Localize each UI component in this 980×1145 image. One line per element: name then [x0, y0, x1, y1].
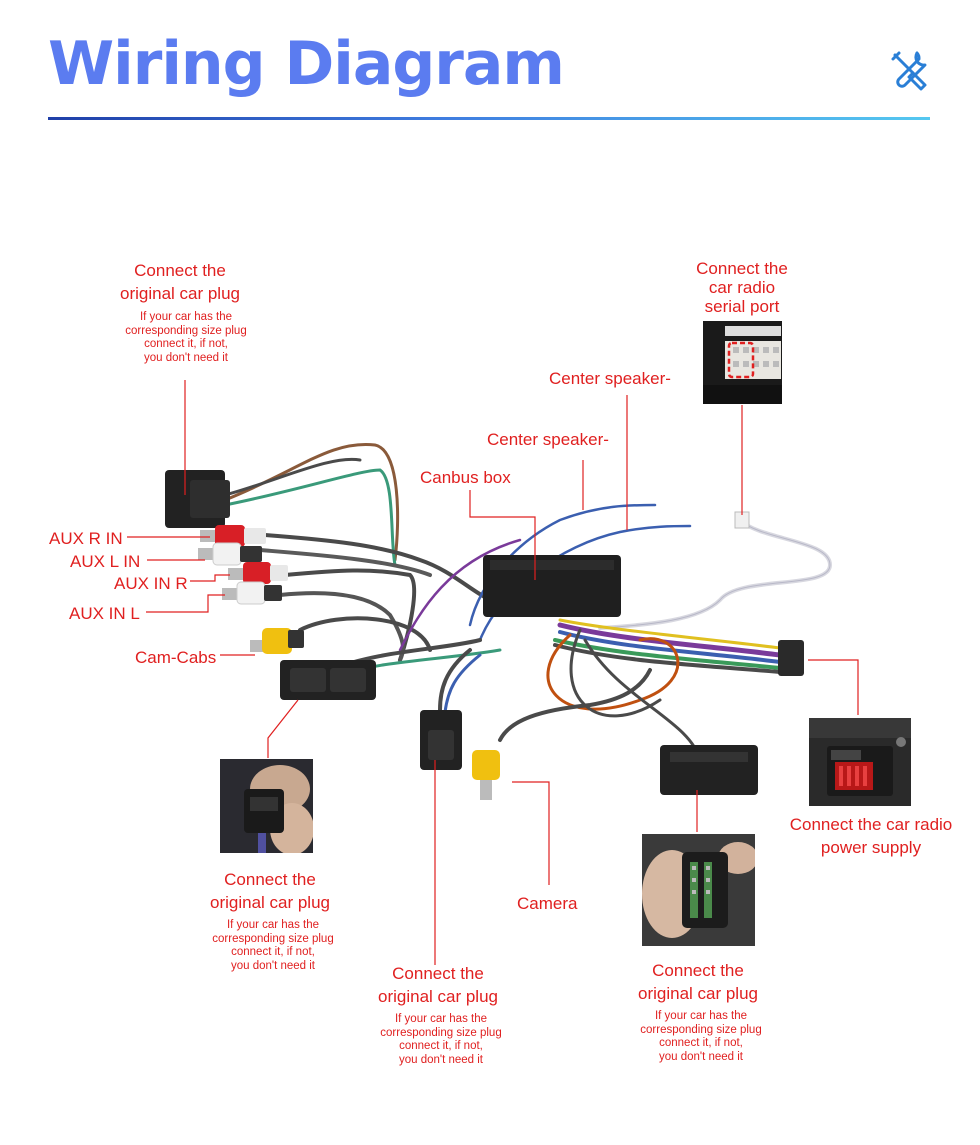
bottom-right-plug-photo — [642, 834, 755, 946]
aux-r-in-plug — [200, 525, 266, 547]
label-bottom-right-plug: Connect the original car plug — [637, 961, 758, 1003]
serial-port-photo — [703, 321, 782, 404]
bottom-right-plug — [660, 745, 758, 795]
label-cam-cabs: Cam-Cabs — [135, 648, 217, 667]
tools-icon — [891, 51, 927, 91]
aux-in-r-plug — [228, 562, 288, 584]
label-top-left-plug: Connect the original car plug — [119, 261, 240, 303]
power-supply-photo — [809, 718, 911, 806]
label-aux-in-r: AUX IN R — [114, 574, 188, 593]
aux-in-l-plug — [222, 581, 282, 605]
middle-plug — [420, 710, 462, 770]
power-connector — [778, 640, 804, 676]
label-camera: Camera — [517, 894, 578, 913]
label-center-speaker-2: Center speaker- — [487, 430, 609, 449]
label-bottom-left-plug: Connect the original car plug — [209, 870, 330, 912]
label-canbus-box: Canbus box — [420, 468, 511, 487]
label-aux-l-in: AUX L IN — [70, 552, 141, 571]
note-bottom-left-plug: If your car has the corresponding size p… — [212, 919, 334, 972]
bottom-left-plug-photo — [220, 759, 313, 853]
page-title: Wiring Diagram — [48, 29, 565, 99]
aux-l-in-plug — [198, 542, 262, 566]
label-bottom-middle-plug: Connect the original car plug — [377, 964, 498, 1006]
label-aux-r-in: AUX R IN — [49, 529, 123, 548]
label-serial-port: Connect the car radio serial port — [696, 259, 788, 316]
label-aux-in-l: AUX IN L — [69, 604, 140, 623]
note-bottom-middle-plug: If your car has the corresponding size p… — [380, 1013, 502, 1066]
cam-cabs-plug — [250, 628, 304, 654]
canbus-box — [483, 555, 621, 617]
label-power-supply: Connect the car radio power supply — [789, 815, 953, 857]
label-center-speaker-1: Center speaker- — [549, 369, 671, 388]
note-bottom-right-plug: If your car has the corresponding size p… — [640, 1010, 762, 1063]
camera-plug — [472, 750, 500, 800]
title-underline — [48, 117, 930, 120]
note-top-left-plug: If your car has the corresponding size p… — [125, 311, 247, 364]
top-left-plug — [165, 470, 230, 528]
bottom-left-plug — [280, 660, 376, 700]
